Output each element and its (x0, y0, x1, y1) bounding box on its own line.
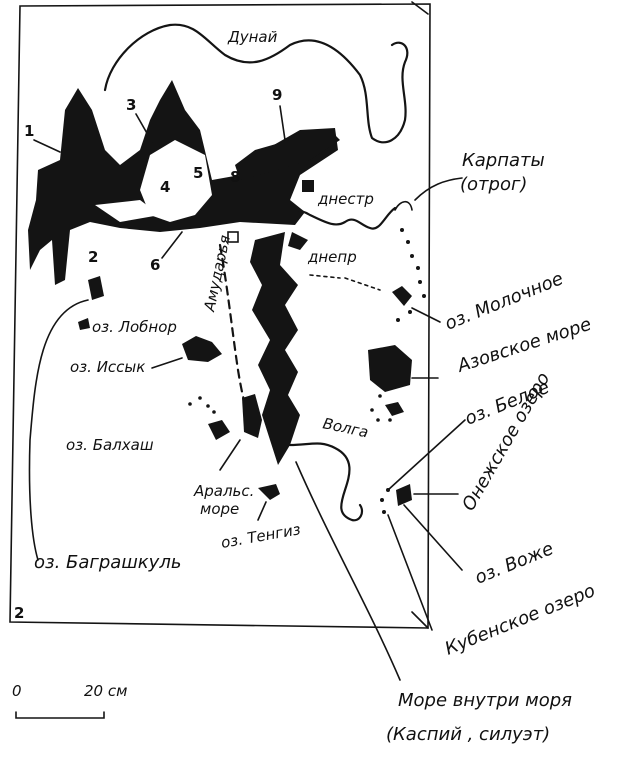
aral-label-line2: море (200, 500, 239, 518)
molochnoe-lake (392, 286, 412, 306)
small-square (227, 231, 239, 243)
tengiz-pointer (257, 501, 267, 521)
vozhe-dots (380, 488, 390, 514)
dniester-label: днестр (317, 190, 374, 208)
molochnoe-pointer (411, 307, 441, 323)
tengiz-lake (258, 484, 280, 500)
marker-2: 2 (88, 248, 98, 266)
marker-9: 9 (272, 86, 282, 104)
tengiz-label: оз. Тенгиз (220, 520, 302, 552)
marker-6: 6 (150, 256, 160, 274)
marker-6-pointer (161, 231, 183, 259)
lobnor-lake (78, 318, 90, 330)
issyk-pointer (151, 357, 183, 369)
marker-3-pointer (135, 113, 153, 143)
molochnoe-label: оз. Молочное (442, 268, 566, 335)
beloe-lake (385, 402, 404, 416)
aral-sea (242, 394, 262, 438)
balkhash-dots (188, 396, 216, 414)
lobnor-label: оз. Лобнор (92, 318, 177, 336)
block-7 (302, 180, 314, 192)
onega-lake (396, 484, 412, 506)
scale-zero: 0 (12, 682, 22, 700)
marker-4: 4 (160, 178, 170, 196)
aral-pointer (219, 439, 241, 471)
mountain-gap (140, 140, 212, 222)
scale-length: 20 см (84, 682, 127, 700)
azov-sea (368, 345, 412, 392)
dnieper-dotted-line (309, 274, 381, 291)
bagrashkul-label: оз. Баграшкуль (34, 552, 181, 573)
dnieper-label: днепр (307, 248, 357, 266)
issyk-lake (182, 336, 222, 362)
bagrashkul-pointer (28, 299, 89, 561)
marker-9-pointer (279, 105, 286, 141)
caption-line1: Море внутри моря (398, 690, 572, 711)
danube-label: Дунай (227, 28, 278, 46)
kubenskoe-pointer (387, 514, 433, 631)
scale-bar: 0 20 см (12, 682, 127, 719)
volga-label: Волга (321, 414, 370, 441)
kubenskoe-label: Кубенское озеро (442, 580, 598, 659)
marker-8: 8 (230, 168, 240, 186)
balkhash-lake (208, 420, 230, 440)
corner-mark: 2 (14, 604, 24, 622)
carpathians-label-line1: Карпаты (462, 150, 545, 171)
block-8 (250, 178, 275, 194)
volga-river (288, 442, 364, 522)
carpathians-label-line2: (отрог) (460, 174, 527, 195)
issyk-label: оз. Иссык (70, 358, 145, 376)
marker-3: 3 (126, 96, 136, 114)
caption-pointer (295, 461, 401, 681)
vozhe-label: оз. Воже (472, 538, 557, 588)
onega-label: Онежское озеро (458, 369, 554, 515)
marker-1-pointer (33, 139, 61, 153)
vozhe-pointer (403, 504, 463, 571)
marker-5: 5 (193, 164, 203, 182)
corner-ticks (411, 1, 429, 629)
carpathian-arc (394, 200, 413, 211)
caption-line2: (Каспий , силуэт) (386, 724, 550, 745)
mountain-snow (95, 200, 160, 222)
bagrashkul-lake (88, 276, 104, 300)
danube-river (103, 23, 409, 144)
dniester-river (238, 206, 397, 230)
beloe-dots (370, 394, 392, 422)
balkhash-label: оз. Балхаш (66, 436, 154, 454)
ridge-9 (235, 130, 340, 180)
amudarya-river (218, 243, 252, 422)
marker-1: 1 (24, 122, 34, 140)
caspian-silhouette (250, 232, 300, 465)
molochnoe-dots (396, 228, 426, 322)
beloe-pointer (387, 419, 466, 491)
carpathians-pointer (414, 177, 463, 201)
caspian-blob (288, 232, 308, 250)
aral-label-line1: Аральс. (193, 482, 254, 500)
